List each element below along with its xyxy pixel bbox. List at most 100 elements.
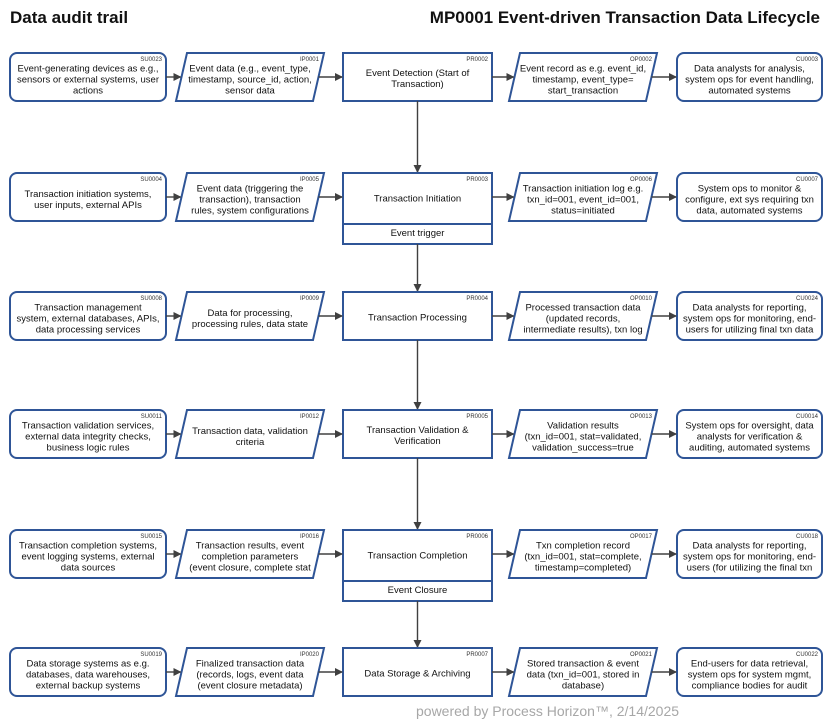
output-parallelogram[interactable]	[507, 172, 659, 222]
process-text-line: Transaction Initiation	[374, 194, 461, 205]
supplier-text-line: actions	[73, 86, 103, 97]
process-text-line: Transaction Processing	[368, 313, 467, 324]
customer-text-line: auditing, automated systems	[689, 443, 810, 454]
process-code: PR0002	[466, 57, 488, 63]
output-parallelogram[interactable]	[507, 291, 659, 341]
process-code: PR0003	[466, 177, 488, 183]
supplier-text-line: Event-generating devices as e.g.,	[17, 64, 158, 75]
process-box[interactable]	[342, 172, 493, 245]
customer-text-line: analysts for verification &	[697, 432, 803, 443]
output-text-line: (txn_id=001, stat=complete,	[524, 552, 641, 563]
customer-code: CU0022	[796, 652, 819, 658]
input-code: IP0016	[300, 534, 320, 540]
output-parallelogram[interactable]	[507, 529, 659, 579]
output-text-line: Validation results	[547, 421, 619, 432]
output-code: OP0017	[630, 534, 653, 540]
customer-code: CU0014	[796, 414, 819, 420]
input-parallelogram[interactable]	[174, 529, 326, 579]
supplier-text-line: sensors or external systems, user	[17, 75, 159, 86]
customer-text-line: data, automated systems	[696, 206, 802, 217]
page-title-left: Data audit trail	[10, 8, 129, 27]
customer-text-line: configure, ext sys requiring txn	[685, 195, 814, 206]
page-title-right: MP0001 Event-driven Transaction Data Lif…	[429, 8, 820, 27]
input-parallelogram[interactable]	[174, 291, 326, 341]
process-box[interactable]	[342, 291, 493, 341]
output-code: OP0010	[630, 296, 653, 302]
supplier-code: SU0004	[140, 177, 162, 183]
process-box[interactable]	[342, 529, 493, 602]
customer-text-line: users for utilizing final txn data	[686, 325, 815, 336]
customer-code: CU0003	[796, 57, 819, 63]
output-parallelogram[interactable]	[507, 52, 659, 102]
supplier-code: SU0015	[140, 534, 162, 540]
output-text-line: intermediate results), txn log	[523, 325, 642, 336]
customer-box[interactable]	[676, 529, 823, 579]
output-code: OP0006	[630, 177, 653, 183]
input-text-line: timestamp, source_id, action,	[188, 75, 312, 86]
input-text-line: rules, system configurations	[191, 206, 309, 217]
customer-text-line: System ops for oversight, data	[685, 421, 814, 432]
customer-text-line: Data analysts for reporting,	[692, 541, 806, 552]
input-parallelogram[interactable]	[174, 172, 326, 222]
input-text-line: sensor data	[225, 86, 275, 97]
input-parallelogram[interactable]	[174, 647, 326, 697]
supplier-code: SU0008	[140, 296, 162, 302]
input-code: IP0001	[300, 57, 320, 63]
customer-code: CU0007	[796, 177, 819, 183]
output-code: OP0021	[630, 652, 653, 658]
output-parallelogram[interactable]	[507, 409, 659, 459]
input-text-line: Data for processing,	[207, 308, 292, 319]
process-box[interactable]	[342, 647, 493, 697]
input-code: IP0005	[300, 177, 320, 183]
input-text-line: Event data (e.g., event_type,	[189, 64, 310, 75]
customer-box[interactable]	[676, 172, 823, 222]
output-text-line: txn_id=001, event_id=001,	[527, 195, 639, 206]
output-text-line: validation_success=true	[532, 443, 634, 454]
output-parallelogram[interactable]	[507, 647, 659, 697]
input-parallelogram[interactable]	[174, 409, 326, 459]
customer-text-line: system ops for monitoring, end-	[683, 552, 816, 563]
process-code: PR0007	[466, 652, 488, 658]
input-code: IP0020	[300, 652, 320, 658]
output-text-line: Stored transaction & event	[527, 659, 639, 670]
process-text-line: Event Detection (Start of	[366, 68, 470, 79]
supplier-text-line: Transaction initiation systems,	[25, 189, 152, 200]
supplier-code: SU0019	[140, 652, 162, 658]
input-text-line: Transaction data, validation	[192, 426, 308, 437]
input-text-line: processing rules, data state	[192, 319, 308, 330]
process-code: PR0006	[466, 534, 488, 540]
input-text-line: completion parameters	[202, 552, 299, 563]
output-text-line: database)	[562, 681, 604, 692]
customer-text-line: End-users for data retrieval,	[691, 659, 808, 670]
output-text-line: Transaction initiation log e.g.	[523, 184, 644, 195]
customer-text-line: system ops for event handling,	[685, 75, 814, 86]
input-text-line: (records, logs, event data	[196, 670, 304, 681]
customer-box[interactable]	[676, 291, 823, 341]
supplier-text-line: Transaction management	[34, 303, 142, 314]
customer-box[interactable]	[676, 52, 823, 102]
input-text-line: Finalized transaction data	[196, 659, 305, 670]
supplier-text-line: user inputs, external APIs	[34, 200, 142, 211]
supplier-text-line: Transaction completion systems,	[19, 541, 157, 552]
process-box[interactable]	[342, 409, 493, 459]
supplier-text-line: data sources	[61, 563, 116, 574]
customer-box[interactable]	[676, 647, 823, 697]
input-text-line: (event closure metadata)	[197, 681, 302, 692]
output-text-line: data (txn_id=001, stored in	[527, 670, 640, 681]
customer-box[interactable]	[676, 409, 823, 459]
input-parallelogram[interactable]	[174, 52, 326, 102]
event-label: Event Closure	[388, 585, 448, 596]
supplier-code: SU0011	[141, 414, 163, 420]
supplier-text-line: data processing services	[36, 325, 141, 336]
output-code: OP0002	[630, 57, 653, 63]
supplier-text-line: external backup systems	[36, 681, 141, 692]
supplier-text-line: business logic rules	[47, 443, 130, 454]
output-text-line: Processed transaction data	[525, 303, 641, 314]
input-text-line: Transaction results, event	[196, 541, 305, 552]
